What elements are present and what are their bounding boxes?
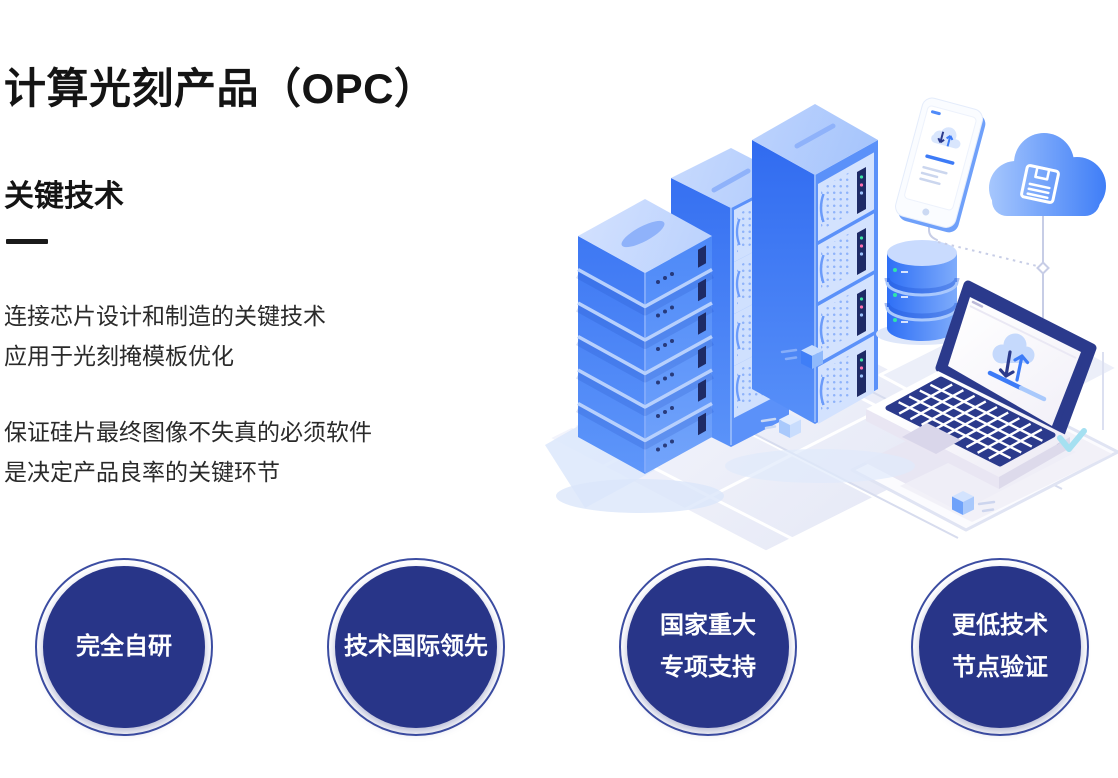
badge-label: 国家重大 <box>660 612 756 639</box>
badge-label: 技术国际领先 <box>344 633 488 660</box>
server-stack-icon <box>576 199 714 474</box>
cloud-save-icon <box>989 133 1106 216</box>
mini-cloud-icon <box>931 127 961 149</box>
description-line: 连接芯片设计和制造的关键技术 <box>4 303 326 329</box>
badge-circle: 国家重大 专项支持 <box>627 566 789 728</box>
feature-badge-world-leading: 技术国际领先 <box>327 558 505 736</box>
ground-shadows <box>545 425 915 513</box>
section-heading: 关键技术 <box>4 180 124 213</box>
description: 连接芯片设计和制造的关键技术 应用于光刻掩模板优化 保证硅片最终图像不失真的必须… <box>4 296 474 492</box>
heading-underline <box>6 239 48 244</box>
check-arrow-icon <box>1057 428 1087 452</box>
data-cube-icon <box>760 345 996 515</box>
hero-illustration <box>530 60 1118 560</box>
description-line: 是决定产品良率的关键环节 <box>4 459 280 485</box>
page-title: 计算光刻产品（OPC） <box>4 65 437 112</box>
feature-badge-national-program: 国家重大 专项支持 <box>619 558 797 736</box>
badge-label: 专项支持 <box>660 654 756 681</box>
badge-label: 节点验证 <box>952 654 1048 681</box>
badge-label: 完全自研 <box>76 633 172 660</box>
keyboard <box>885 376 1056 467</box>
badge-circle: 完全自研 <box>43 566 205 728</box>
screen-cloud-transfer-icon <box>987 333 1047 402</box>
touchpad <box>902 423 961 454</box>
description-paragraph: 保证硅片最终图像不失真的必须软件 是决定产品良率的关键环节 <box>4 412 474 492</box>
connector-lines <box>928 214 1104 430</box>
feature-badge-self-developed: 完全自研 <box>35 558 213 736</box>
laptop-cloud-transfer-icon <box>866 280 1097 489</box>
badge-circle: 更低技术 节点验证 <box>919 566 1081 728</box>
hero-illustration-svg <box>545 97 1118 554</box>
description-paragraph: 连接芯片设计和制造的关键技术 应用于光刻掩模板优化 <box>4 296 474 376</box>
badge-label: 更低技术 <box>952 612 1048 639</box>
floppy-disk-icon <box>1020 164 1060 204</box>
smartphone-sync-icon <box>895 97 986 233</box>
description-line: 保证硅片最终图像不失真的必须软件 <box>4 419 372 445</box>
server-tower-icon <box>752 104 878 426</box>
feature-badge-node-verification: 更低技术 节点验证 <box>911 558 1089 736</box>
badge-circle: 技术国际领先 <box>335 566 497 728</box>
description-line: 应用于光刻掩模板优化 <box>4 343 234 369</box>
